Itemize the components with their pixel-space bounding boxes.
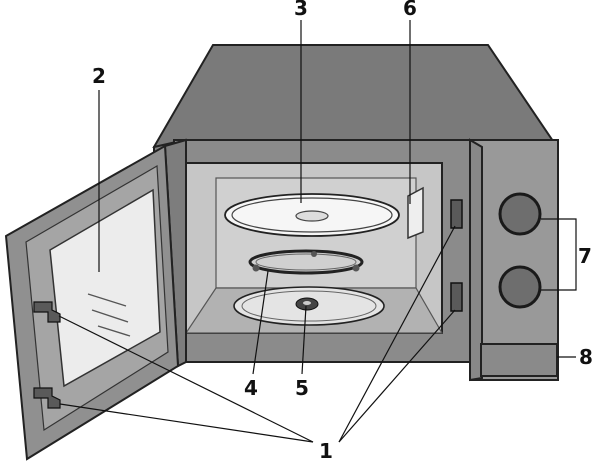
door-release-button[interactable]	[480, 343, 558, 377]
turntable-shaft-center	[303, 301, 311, 305]
leader-7-bracket	[541, 218, 577, 291]
turntable-base-inner	[241, 290, 377, 322]
door-window	[49, 188, 161, 388]
leader-1c	[338, 225, 456, 443]
door-latch-hook-upper	[33, 301, 61, 323]
roller-wheel	[311, 251, 317, 257]
oven-top	[152, 44, 559, 148]
roller-ring	[248, 249, 364, 275]
callout-2: 2	[92, 64, 106, 88]
timer-knob[interactable]	[498, 265, 542, 309]
leader-1d	[338, 309, 456, 443]
control-panel-face	[469, 139, 559, 381]
leader-1a	[58, 315, 314, 443]
roller-ring-inner	[255, 253, 357, 271]
glass-turntable-rim	[231, 197, 393, 233]
callout-6: 6	[403, 0, 417, 20]
leader-lines	[58, 20, 577, 443]
callout-5: 5	[295, 376, 309, 400]
door-catch-slot-lower	[450, 282, 463, 312]
glass-reflection	[87, 293, 127, 307]
callout-8: 8	[579, 345, 593, 369]
door-catch-slot-upper	[450, 199, 463, 229]
callout-4: 4	[244, 376, 258, 400]
glass-turntable-hub	[295, 210, 329, 222]
leader-1b	[59, 403, 314, 443]
leader-5	[301, 305, 307, 375]
callout-3: 3	[294, 0, 308, 20]
glass-reflection	[97, 325, 131, 337]
callout-7: 7	[578, 244, 592, 268]
callout-labels: 2 3 6 7 8 4 5 1	[92, 0, 593, 463]
waveguide-cover	[407, 186, 424, 240]
leader-4	[252, 270, 269, 375]
control-panel	[469, 138, 559, 382]
roller-ring-track	[248, 249, 364, 275]
oven-door[interactable]	[4, 138, 187, 461]
roller-wheel	[252, 264, 260, 272]
glass-turntable	[224, 193, 400, 237]
roller-wheel	[352, 264, 360, 272]
power-knob[interactable]	[498, 192, 542, 236]
glass-reflection	[91, 309, 129, 323]
door-latch-hook-lower	[33, 387, 61, 409]
turntable-base	[233, 286, 385, 326]
callout-1: 1	[319, 439, 333, 463]
control-panel-side	[469, 138, 483, 382]
